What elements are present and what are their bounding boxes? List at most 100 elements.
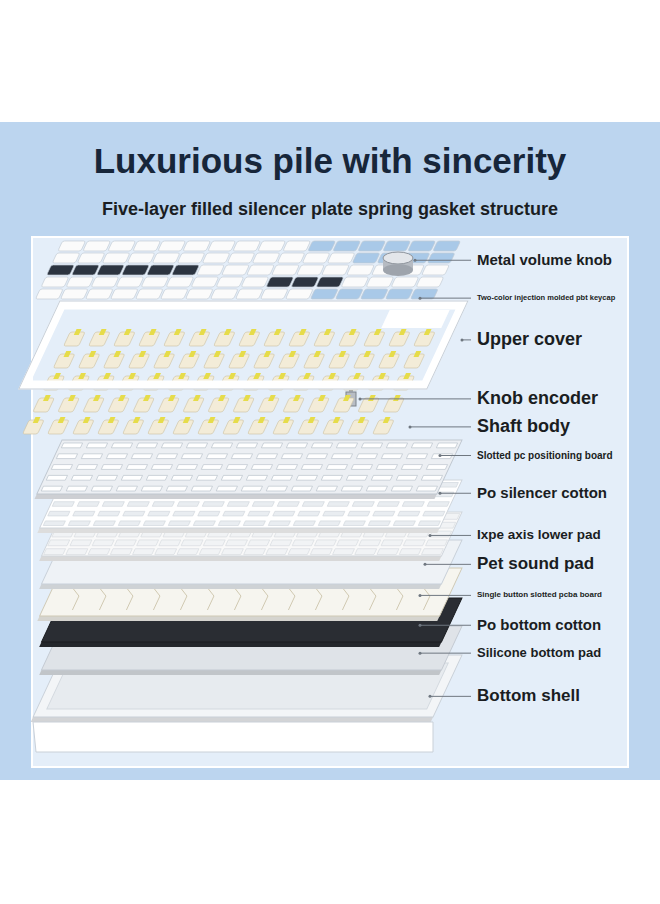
switch-stem [299,329,307,335]
keycap [58,241,86,251]
grid-cell [281,454,302,459]
switch-stem [203,373,211,379]
switch-stem [178,373,186,379]
grid-cell [61,443,82,448]
layer-edge [34,494,436,499]
grid-cell [41,486,62,491]
leader-dot [419,624,422,627]
keycap [147,265,175,275]
leader-line [440,493,471,494]
grid-cell [298,511,320,516]
title: Luxurious pile with sincerity [0,142,660,181]
upper-cover-edge [19,301,468,389]
switch-stem [213,351,221,357]
grid-cell [152,502,174,507]
keycap [258,241,286,251]
grid-cell [186,443,207,448]
keycap [41,277,69,287]
grid-cell [421,549,443,555]
leader-line [410,426,471,427]
grid-cell [343,521,365,526]
switch-stem [268,395,276,401]
grid-cell [106,454,127,459]
grid-cell [261,443,282,448]
switch-stem [53,373,61,379]
switch-stem [324,329,332,335]
subtitle: Five-layer filled silencer plate spring … [0,200,660,220]
leader-dot [429,534,432,537]
leader-line [430,535,471,536]
switch-stem [163,351,171,357]
switch-stem [343,395,351,401]
grid-cell [93,521,115,526]
switch-stem [374,329,382,335]
keycap [116,277,144,287]
part-label: Knob encoder [477,389,598,409]
grid-cell [436,443,457,448]
keycap [222,265,250,275]
grid-cell [361,443,382,448]
switch-stem [193,395,201,401]
keycap [433,241,461,251]
keycap [166,277,194,287]
grid-cell [411,443,432,448]
layer-plate [40,480,462,528]
keycap [152,253,180,263]
switch-stem [43,395,51,401]
keycap [183,241,211,251]
keycap [127,253,155,263]
grid-cell [92,540,114,546]
grid-cell [155,549,177,555]
grid-cell [226,540,248,546]
grid-cell [373,511,395,516]
keycap [66,277,94,287]
grid-cell [323,511,345,516]
grid-cell [306,454,327,459]
grid-cell [243,521,265,526]
switch-stem [143,395,151,401]
grid-cell [96,475,117,480]
grid-cell [146,475,167,480]
grid-cell [43,521,65,526]
grid-cell [193,521,215,526]
grid-cell [336,443,357,448]
grid-cell [177,549,199,555]
keycap [83,241,111,251]
layer-edge [39,584,441,589]
grid-cell [81,454,102,459]
leader-dot [419,594,422,597]
grid-cell [416,486,437,491]
grid-cell [133,549,155,555]
part-label-small: Two-color injection molded pbt keycap [477,294,615,302]
part-label: Shaft body [477,417,570,437]
switch-stem [249,329,257,335]
grid-cell [418,521,440,526]
keycap [77,253,105,263]
leader-dot [439,492,442,495]
switch-stem [233,417,241,423]
keycap [97,265,125,275]
grid-cell [401,465,422,470]
grid-cell [202,502,224,507]
leader-dot [419,297,422,300]
grid-cell [91,486,112,491]
switch-stem [78,373,86,379]
switch-stem [368,395,376,401]
keycap [366,277,394,287]
grid-cell [316,486,337,491]
switch-stem [174,329,182,335]
leader-dot [424,563,427,566]
switch-stem [68,395,76,401]
keycap [172,265,200,275]
switch-stem [153,373,161,379]
grid-cell [377,549,399,555]
grid-cell [406,454,427,459]
grid-cell [131,454,152,459]
grid-cell [123,511,145,516]
grid-cell [176,465,197,470]
grid-cell [386,443,407,448]
keycap [316,277,344,287]
keycap [110,289,138,299]
grid-cell [70,540,92,546]
grid-cell [291,486,312,491]
